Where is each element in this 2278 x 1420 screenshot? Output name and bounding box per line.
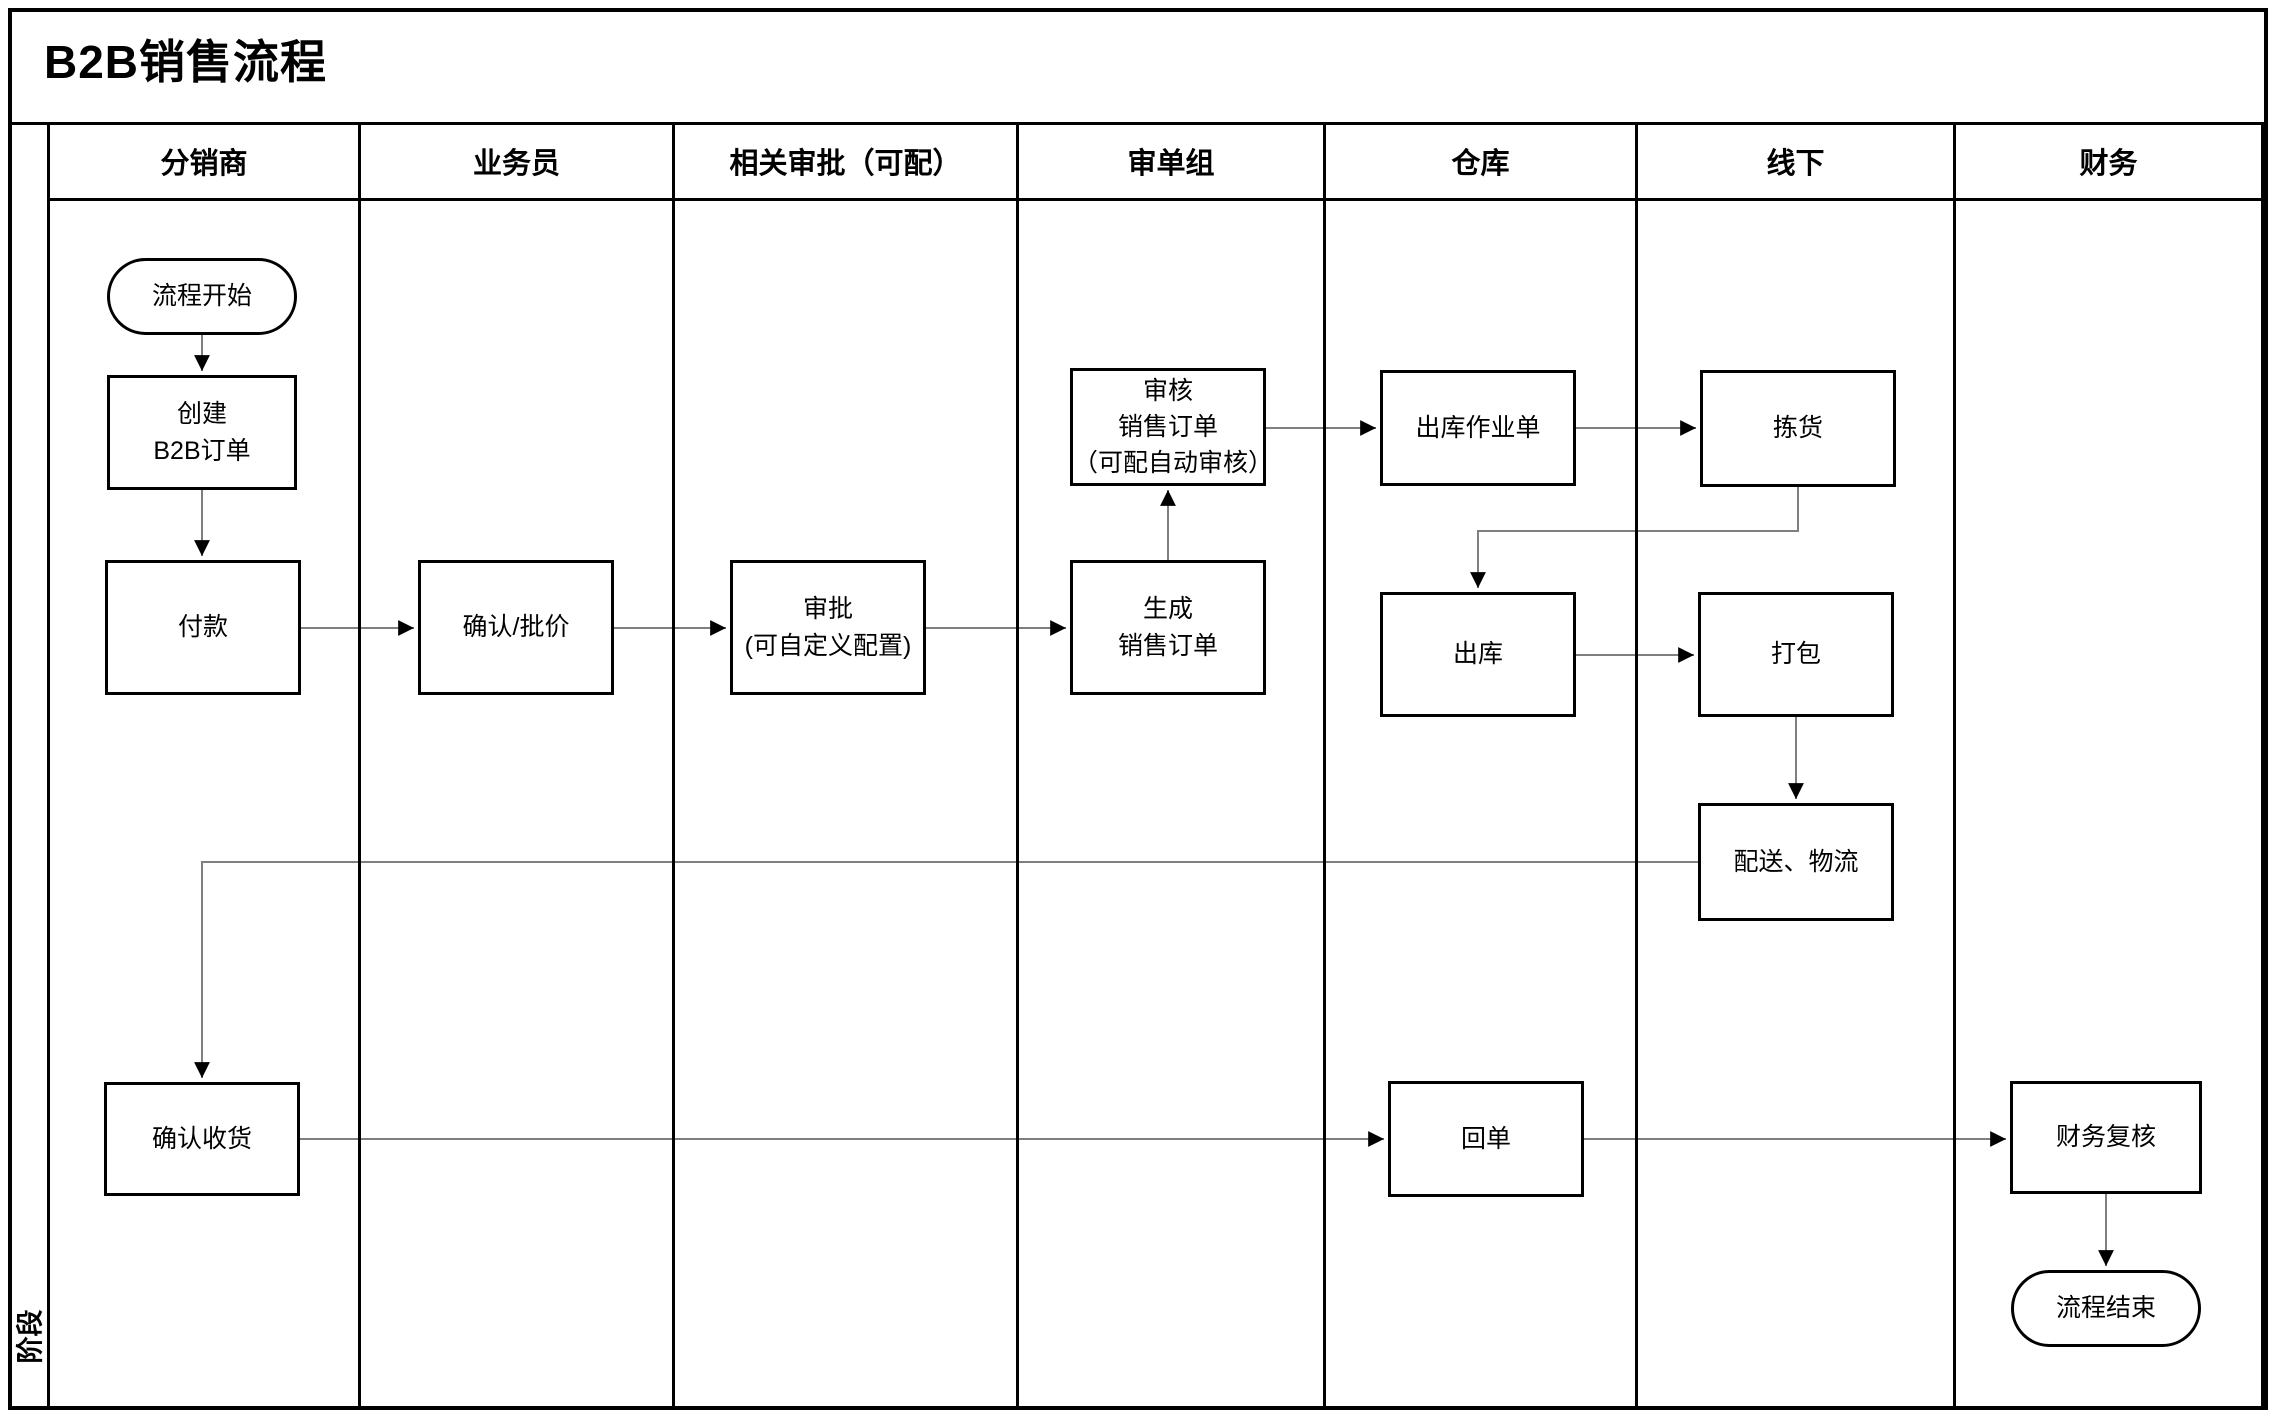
node-end: 流程结束 xyxy=(2011,1270,2201,1347)
lane-line-4 xyxy=(1323,122,1326,1408)
node-start: 流程开始 xyxy=(107,258,297,335)
node-review-order: 审核 销售订单 （可配自动审核） xyxy=(1070,368,1273,486)
node-confirm-receipt: 确认收货 xyxy=(104,1082,300,1196)
lane-header-finance: 财务 xyxy=(2079,148,2138,180)
lane-header-salesperson: 业务员 xyxy=(472,148,560,180)
lane-line-6 xyxy=(1953,122,1956,1408)
stage-label: 阶段 xyxy=(15,1309,46,1363)
lane-line-1 xyxy=(358,122,361,1408)
node-pick: 拣货 xyxy=(1700,370,1896,487)
lane-header-distributor: 分销商 xyxy=(160,148,248,180)
node-pack: 打包 xyxy=(1698,592,1894,717)
node-receipt: 回单 xyxy=(1388,1081,1584,1197)
lane-line-3 xyxy=(1016,122,1019,1408)
node-generate-order: 生成 销售订单 xyxy=(1070,560,1266,695)
title-separator xyxy=(8,122,2268,125)
header-separator xyxy=(47,198,2263,201)
lane-line-2 xyxy=(672,122,675,1408)
node-finance-review: 财务复核 xyxy=(2010,1081,2202,1194)
connector-pick-to-outbound xyxy=(1470,487,1799,588)
lane-line-7 xyxy=(2261,122,2264,1408)
stage-column-line xyxy=(47,122,50,1408)
page-title: B2B销售流程 xyxy=(44,36,328,88)
node-outbound-job: 出库作业单 xyxy=(1380,370,1576,486)
node-confirm-price: 确认/批价 xyxy=(418,560,614,695)
lane-line-5 xyxy=(1635,122,1638,1408)
lane-header-approval: 相关审批（可配） xyxy=(729,148,962,180)
lane-header-order-review: 审单组 xyxy=(1127,148,1215,180)
page-border xyxy=(8,8,2268,1410)
node-approve: 审批 (可自定义配置) xyxy=(730,560,926,695)
lane-header-warehouse: 仓库 xyxy=(1451,148,1510,180)
node-outbound: 出库 xyxy=(1380,592,1576,717)
stage-label-cell: 阶段 xyxy=(9,1272,47,1400)
node-delivery: 配送、物流 xyxy=(1698,803,1894,921)
node-create-order: 创建 B2B订单 xyxy=(107,375,297,490)
connector-delivery-to-confirm-receipt xyxy=(194,861,1698,1078)
lane-header-offline: 线下 xyxy=(1766,148,1825,180)
node-pay: 付款 xyxy=(105,560,301,695)
